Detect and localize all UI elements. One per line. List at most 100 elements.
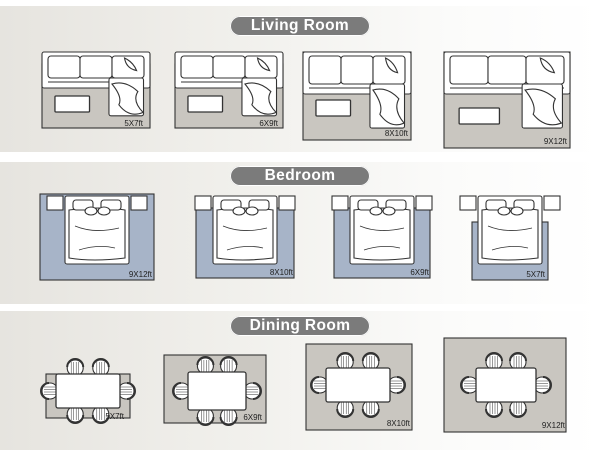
dining-room-layout: 5X7ft [40,358,136,424]
dining-room-layout: 8X10ft [305,343,413,431]
bedroom-layouts: 9X12ft 8X10ft 6X9ft 5X7ft [39,193,561,281]
chair-back [310,376,320,394]
sofa-cushion [212,55,246,79]
chair-back [485,408,503,418]
dining-room-layouts: 5X7ft 6X9ft 8X10ft 9X12ft [40,337,567,433]
coffee-table [315,99,352,117]
bedroom-layout: 6X9ft [331,195,433,279]
nightstand [415,195,433,211]
dining-chair [91,358,110,377]
nightstand [278,195,296,211]
throw-pillow [123,57,138,72]
throw-blanket [372,88,405,126]
sofa-cushion [449,55,489,85]
rug-size-label: 6X9ft [243,413,262,422]
chair-back [219,416,238,426]
dining-chair [310,376,329,394]
rug-size-label: 5X7ft [124,119,143,128]
duvet [216,207,274,261]
living-room-layout: 9X12ft [443,51,571,149]
dining-chair [387,376,406,394]
throw-pillow [84,206,98,216]
living-room-layout: 5X7ft [41,51,151,129]
sofa-cushion [308,55,342,85]
nightstand [46,195,64,211]
chair-back [336,408,355,418]
rug-size-label: 9X12ft [542,421,566,430]
sofa-cushion [47,55,81,79]
duvet-fold [487,225,533,251]
chair-back [509,352,527,362]
throw-blanket [111,82,145,115]
duvet [481,207,539,261]
rug-size-label: 9X12ft [544,137,568,146]
chair-back [485,352,503,362]
throw-pillow [232,206,246,216]
sofa-cushion [79,55,113,79]
nightstand [331,195,349,211]
coffee-table [187,95,224,113]
duvet-fold [359,225,405,251]
bedroom-layout: 9X12ft [39,193,155,281]
nightstand [194,195,212,211]
dining-table [475,367,537,403]
duvet [68,207,126,261]
chair-back [361,352,380,362]
chair-back [361,408,380,418]
nightstand [459,195,477,211]
chair-back [509,408,527,418]
throw-pillow [369,206,383,216]
rug-size-label: 8X10ft [270,268,294,277]
rug-size-label: 8X10ft [387,419,411,428]
chair-back [460,376,470,394]
living-room-layout: 8X10ft [302,51,412,141]
chair-back [172,382,182,400]
living-room-title: Living Room [230,16,370,36]
dining-table [187,371,247,411]
rug-size-label: 5X7ft [526,270,545,279]
throw-pillow [539,57,556,74]
rug-size-label: 8X10ft [385,129,409,138]
bedroom-title: Bedroom [230,166,370,186]
throw-blanket [524,88,563,126]
living-room-layouts: 5X7ft 6X9ft 8X10ft 9X12ft [41,51,571,149]
dining-chair [196,407,215,426]
chair-back [542,376,552,394]
dining-chair [533,376,552,394]
sofa-cushion [180,55,214,79]
dining-chair [336,352,355,371]
dining-chair [219,407,238,426]
rug-size-label: 6X9ft [259,119,278,128]
nightstand [543,195,561,211]
duvet [353,207,411,261]
rug-size-label: 6X9ft [410,268,429,277]
bedroom-layout: 8X10ft [194,195,296,279]
dining-chair [460,376,479,394]
living-room-layout: 6X9ft [174,51,284,129]
duvet-fold [74,225,120,251]
chair-back [252,382,262,400]
chair-back [396,376,406,394]
chair-back [336,352,355,362]
throw-pillow [256,57,271,72]
dining-chair [40,382,59,400]
rug-size-label: 9X12ft [129,270,153,279]
coffee-table [458,107,501,125]
dining-chair [117,382,136,400]
coffee-table [54,95,91,113]
throw-pillow [382,206,396,216]
nightstand [130,195,148,211]
chair-back [196,356,215,366]
dining-chair [196,356,215,375]
sofa-cushion [340,55,374,85]
throw-pillow [245,206,259,216]
chair-back [40,382,50,400]
dining-chair [485,352,503,371]
dining-chair [485,399,503,418]
sofa-cushion [487,55,527,85]
duvet-fold [222,225,268,251]
chair-back [219,356,238,366]
chair-back [91,358,110,368]
dining-room-layout: 6X9ft [163,354,267,426]
